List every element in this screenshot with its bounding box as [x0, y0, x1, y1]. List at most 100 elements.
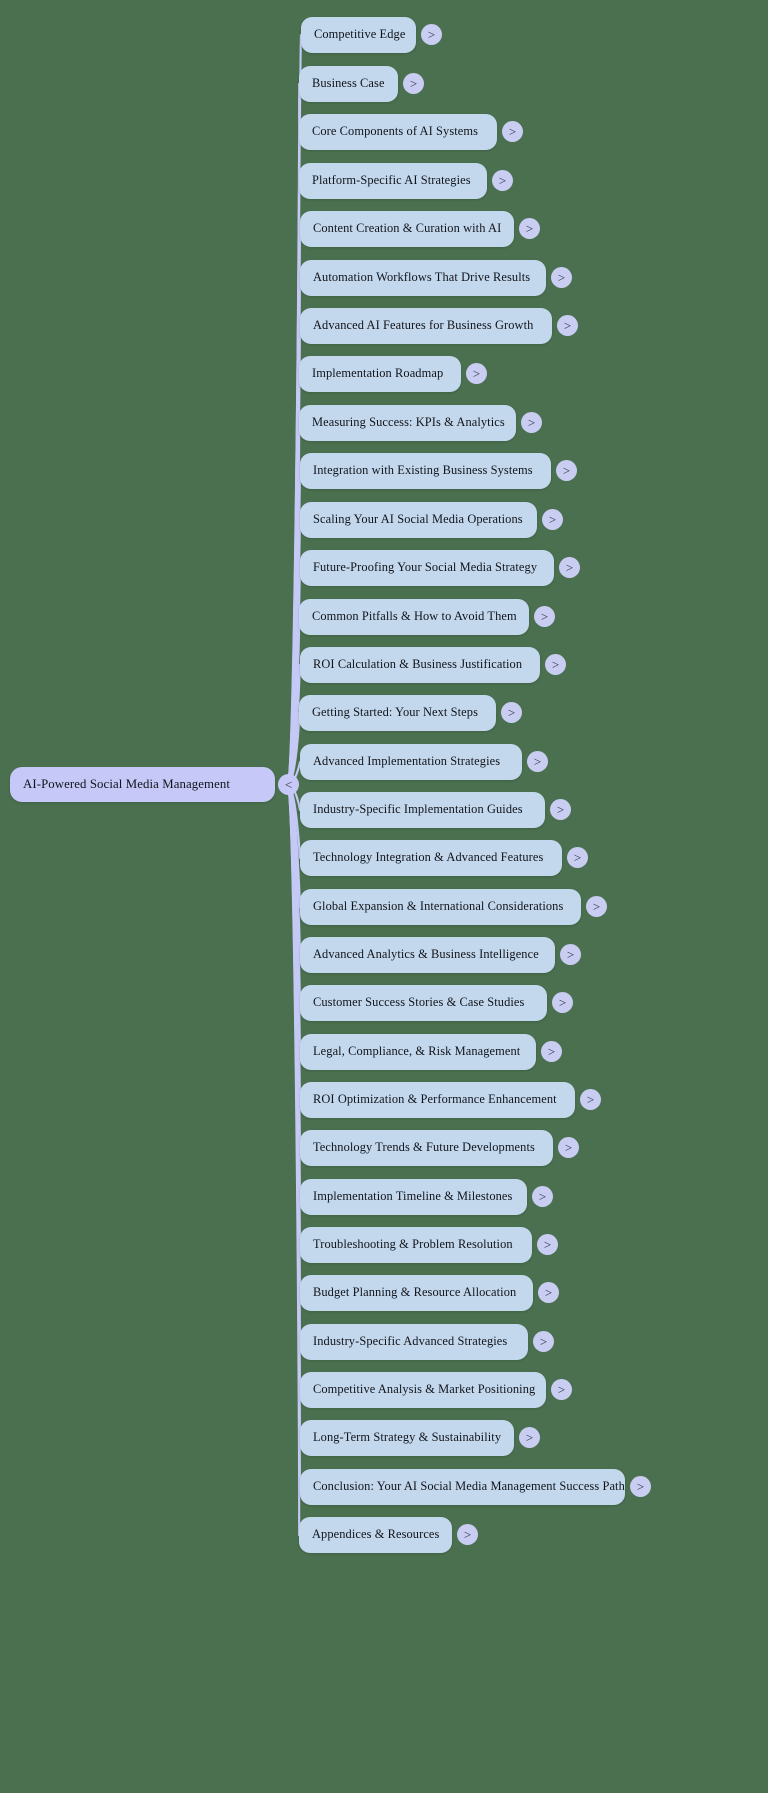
branch-node-customer-success-stories-and-case-studies[interactable]: Customer Success Stories & Case Studies [300, 985, 547, 1021]
expand-toggle-icon-scaling-your-ai-social-media-operations[interactable]: > [542, 509, 563, 530]
expand-toggle-icon-conclusion-your-ai-social-media-management-succe[interactable]: > [630, 1476, 651, 1497]
branch-node-content-creation-and-curation-with-ai[interactable]: Content Creation & Curation with AI [300, 211, 514, 247]
edge-connector [286, 783, 302, 1005]
branch-node-measuring-success-kpis-and-analytics[interactable]: Measuring Success: KPIs & Analytics [299, 405, 516, 441]
expand-toggle-icon-advanced-ai-features-for-business-growth[interactable]: > [557, 315, 578, 336]
branch-node-business-case[interactable]: Business Case [299, 66, 398, 102]
edge-connector [286, 783, 302, 1392]
expand-toggle-icon-integration-with-existing-business-systems[interactable]: > [556, 460, 577, 481]
branch-node-label: Business Case [312, 76, 385, 91]
branch-node-roi-calculation-and-business-justification[interactable]: ROI Calculation & Business Justification [300, 647, 540, 683]
branch-node-legal-compliance-and-risk-management[interactable]: Legal, Compliance, & Risk Management [300, 1034, 536, 1070]
branch-node-label: Advanced Analytics & Business Intelligen… [313, 947, 539, 962]
expand-toggle-icon-long-term-strategy-and-sustainability[interactable]: > [519, 1427, 540, 1448]
branch-node-label: Industry-Specific Advanced Strategies [313, 1334, 508, 1349]
branch-node-future-proofing-your-social-media-strategy[interactable]: Future-Proofing Your Social Media Strate… [300, 550, 554, 586]
root-node[interactable]: AI-Powered Social Media Management [10, 767, 275, 802]
branch-node-competitive-analysis-and-market-positioning[interactable]: Competitive Analysis & Market Positionin… [300, 1372, 546, 1408]
branch-node-label: Implementation Timeline & Milestones [313, 1189, 513, 1204]
branch-node-label: Conclusion: Your AI Social Media Managem… [313, 1479, 625, 1494]
expand-toggle-icon-technology-trends-and-future-developments[interactable]: > [558, 1137, 579, 1158]
branch-node-label: Legal, Compliance, & Risk Management [313, 1044, 521, 1059]
branch-node-label: Long-Term Strategy & Sustainability [313, 1430, 502, 1445]
branch-node-appendices-and-resources[interactable]: Appendices & Resources [299, 1517, 452, 1553]
expand-toggle-icon-future-proofing-your-social-media-strategy[interactable]: > [559, 557, 580, 578]
branch-node-label: Automation Workflows That Drive Results [313, 270, 531, 285]
branch-node-global-expansion-and-international-consideration[interactable]: Global Expansion & International Conside… [300, 889, 581, 925]
edge-connector [286, 783, 301, 1537]
branch-node-technology-trends-and-future-developments[interactable]: Technology Trends & Future Developments [300, 1130, 553, 1166]
edge-connector [286, 783, 302, 909]
branch-node-label: Scaling Your AI Social Media Operations [313, 512, 523, 527]
branch-node-common-pitfalls-and-how-to-avoid-them[interactable]: Common Pitfalls & How to Avoid Them [299, 599, 529, 635]
expand-toggle-icon-competitive-analysis-and-market-positioning[interactable]: > [551, 1379, 572, 1400]
branch-node-long-term-strategy-and-sustainability[interactable]: Long-Term Strategy & Sustainability [300, 1420, 514, 1456]
expand-toggle-icon-common-pitfalls-and-how-to-avoid-them[interactable]: > [534, 606, 555, 627]
branch-node-label: Global Expansion & International Conside… [313, 899, 564, 914]
branch-node-label: Future-Proofing Your Social Media Strate… [313, 560, 538, 575]
expand-toggle-icon-platform-specific-ai-strategies[interactable]: > [492, 170, 513, 191]
root-collapse-toggle-icon[interactable]: < [278, 774, 299, 795]
expand-toggle-icon-industry-specific-advanced-strategies[interactable]: > [533, 1331, 554, 1352]
expand-toggle-icon-technology-integration-and-advanced-features[interactable]: > [567, 847, 588, 868]
branch-node-competitive-edge[interactable]: Competitive Edge [301, 17, 416, 53]
branch-node-automation-workflows-that-drive-results[interactable]: Automation Workflows That Drive Results [300, 260, 546, 296]
expand-toggle-icon-advanced-analytics-and-business-intelligence[interactable]: > [560, 944, 581, 965]
expand-toggle-icon-customer-success-stories-and-case-studies[interactable]: > [552, 992, 573, 1013]
branch-node-core-components-of-ai-systems[interactable]: Core Components of AI Systems [299, 114, 497, 150]
branch-node-label: Competitive Edge [314, 27, 406, 42]
expand-toggle-icon-automation-workflows-that-drive-results[interactable]: > [551, 267, 572, 288]
expand-toggle-icon-content-creation-and-curation-with-ai[interactable]: > [519, 218, 540, 239]
branch-node-label: Industry-Specific Implementation Guides [313, 802, 523, 817]
expand-toggle-icon-implementation-timeline-and-milestones[interactable]: > [532, 1186, 553, 1207]
branch-node-getting-started-your-next-steps[interactable]: Getting Started: Your Next Steps [299, 695, 496, 731]
branch-node-advanced-ai-features-for-business-growth[interactable]: Advanced AI Features for Business Growth [300, 308, 552, 344]
branch-node-label: Customer Success Stories & Case Studies [313, 995, 525, 1010]
expand-toggle-icon-global-expansion-and-international-consideration[interactable]: > [586, 896, 607, 917]
branch-node-scaling-your-ai-social-media-operations[interactable]: Scaling Your AI Social Media Operations [300, 502, 537, 538]
expand-toggle-icon-measuring-success-kpis-and-analytics[interactable]: > [521, 412, 542, 433]
edge-connector [286, 783, 302, 860]
branch-node-label: Advanced Implementation Strategies [313, 754, 501, 769]
edge-connector [286, 179, 301, 786]
branch-node-platform-specific-ai-strategies[interactable]: Platform-Specific AI Strategies [299, 163, 487, 199]
branch-node-conclusion-your-ai-social-media-management-succe[interactable]: Conclusion: Your AI Social Media Managem… [300, 1469, 625, 1505]
branch-node-technology-integration-and-advanced-features[interactable]: Technology Integration & Advanced Featur… [300, 840, 562, 876]
branch-node-troubleshooting-and-problem-resolution[interactable]: Troubleshooting & Problem Resolution [300, 1227, 532, 1263]
edge-connector [286, 518, 302, 786]
expand-toggle-icon-industry-specific-implementation-guides[interactable]: > [550, 799, 571, 820]
branch-node-budget-planning-and-resource-allocation[interactable]: Budget Planning & Resource Allocation [300, 1275, 533, 1311]
branch-node-industry-specific-implementation-guides[interactable]: Industry-Specific Implementation Guides [300, 792, 545, 828]
expand-toggle-icon-core-components-of-ai-systems[interactable]: > [502, 121, 523, 142]
edge-connector [286, 783, 302, 1440]
branch-node-industry-specific-advanced-strategies[interactable]: Industry-Specific Advanced Strategies [300, 1324, 528, 1360]
expand-toggle-icon-legal-compliance-and-risk-management[interactable]: > [541, 1041, 562, 1062]
root-node-label: AI-Powered Social Media Management [23, 777, 231, 792]
expand-toggle-icon-competitive-edge[interactable]: > [421, 24, 442, 45]
branch-node-advanced-analytics-and-business-intelligence[interactable]: Advanced Analytics & Business Intelligen… [300, 937, 555, 973]
edge-connector [286, 783, 302, 957]
branch-node-label: Measuring Success: KPIs & Analytics [312, 415, 505, 430]
edge-connector [286, 783, 302, 1295]
edge-connector [286, 783, 302, 1344]
edge-connector [286, 566, 302, 786]
expand-toggle-icon-advanced-implementation-strategies[interactable]: > [527, 751, 548, 772]
expand-toggle-icon-troubleshooting-and-problem-resolution[interactable]: > [537, 1234, 558, 1255]
branch-node-implementation-roadmap[interactable]: Implementation Roadmap [299, 356, 461, 392]
branch-node-label: Technology Integration & Advanced Featur… [313, 850, 544, 865]
expand-toggle-icon-budget-planning-and-resource-allocation[interactable]: > [538, 1282, 559, 1303]
expand-toggle-icon-getting-started-your-next-steps[interactable]: > [501, 702, 522, 723]
branch-node-implementation-timeline-and-milestones[interactable]: Implementation Timeline & Milestones [300, 1179, 527, 1215]
expand-toggle-icon-roi-optimization-and-performance-enhancement[interactable]: > [580, 1089, 601, 1110]
expand-toggle-icon-appendices-and-resources[interactable]: > [457, 1524, 478, 1545]
branch-node-advanced-implementation-strategies[interactable]: Advanced Implementation Strategies [300, 744, 522, 780]
branch-node-label: Appendices & Resources [312, 1527, 440, 1542]
branch-node-integration-with-existing-business-systems[interactable]: Integration with Existing Business Syste… [300, 453, 551, 489]
branch-node-label: Implementation Roadmap [312, 366, 444, 381]
expand-toggle-icon-implementation-roadmap[interactable]: > [466, 363, 487, 384]
expand-toggle-icon-business-case[interactable]: > [403, 73, 424, 94]
branch-node-label: Getting Started: Your Next Steps [312, 705, 478, 720]
branch-node-roi-optimization-and-performance-enhancement[interactable]: ROI Optimization & Performance Enhanceme… [300, 1082, 575, 1118]
edge-connector [286, 372, 301, 786]
expand-toggle-icon-roi-calculation-and-business-justification[interactable]: > [545, 654, 566, 675]
